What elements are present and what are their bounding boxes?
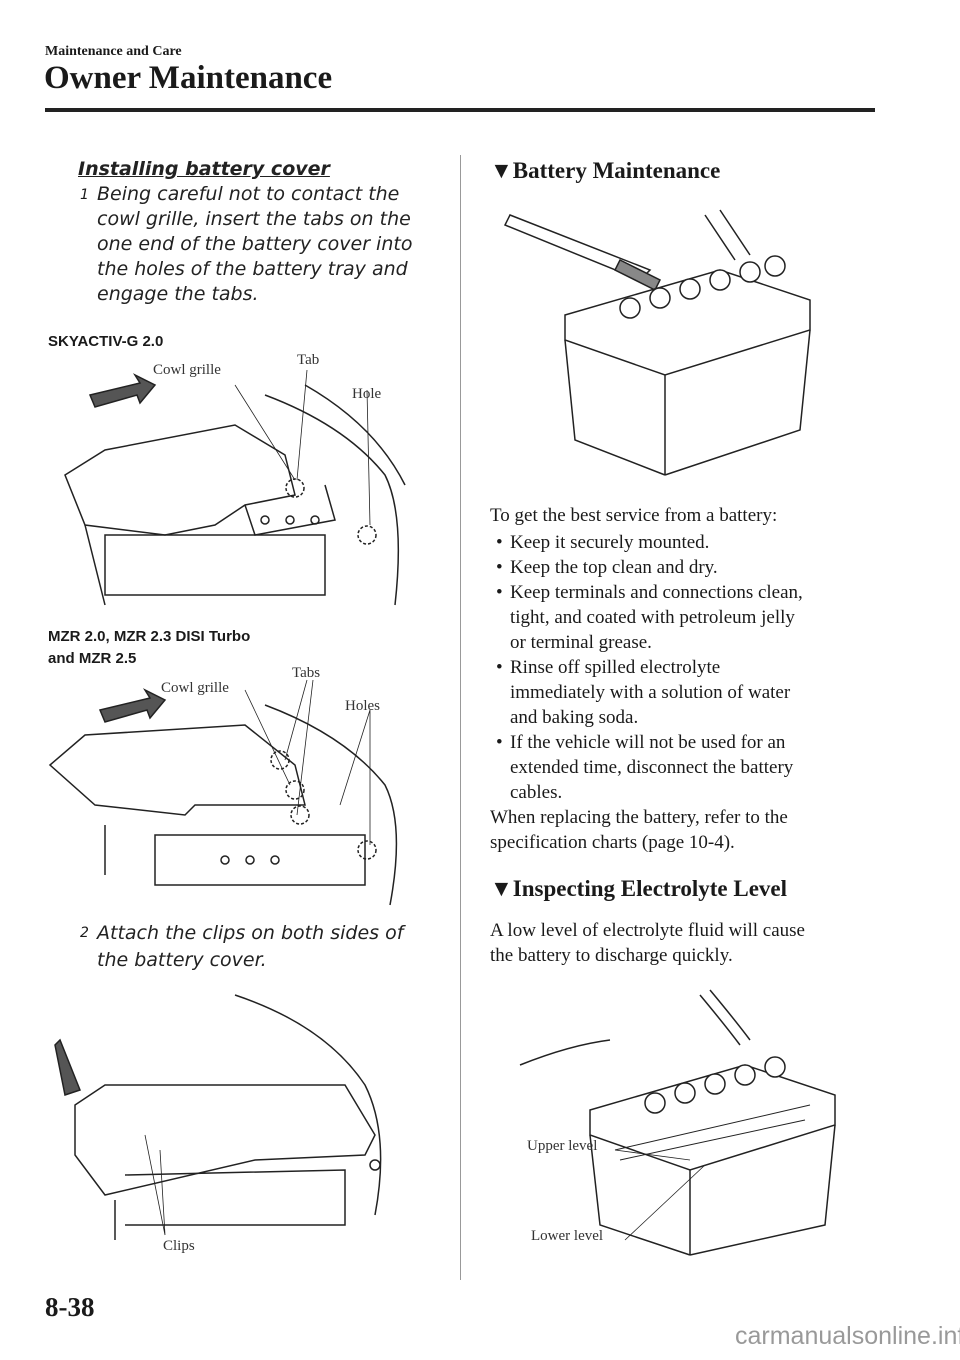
intro-text: To get the best service from a battery: [490, 505, 778, 526]
battery-cover-illustration-1 [64, 369, 406, 606]
replace-text: When replacing the battery, refer to the… [490, 805, 788, 855]
column-divider [460, 155, 461, 1280]
fig2-caption-line: MZR 2.0, MZR 2.3 DISI Turbo [48, 628, 251, 645]
triangle-marker-icon: ▼ [490, 158, 513, 183]
bullet-line: If the vehicle will not be used for an [510, 732, 786, 753]
arrow-icon [88, 373, 157, 408]
label-tabs: Tabs [292, 665, 321, 681]
step-line: engage the tabs. [97, 283, 259, 305]
battery-cover-illustration-2 [48, 679, 398, 906]
battery-brush-illustration [503, 209, 811, 476]
bullet-line: Keep terminals and connections clean, [510, 582, 803, 603]
page-title: Owner Maintenance [44, 60, 333, 96]
list-item: •Keep it securely mounted. [496, 532, 710, 553]
label-upper-level: Upper level [527, 1138, 598, 1154]
heading-text: Battery Maintenance [512, 158, 721, 183]
step-line: one end of the battery cover into [97, 233, 413, 255]
bullet-line: Rinse off spilled electrolyte [510, 657, 721, 678]
heading-text: Inspecting Electrolyte Level [512, 876, 788, 901]
fig2-caption-line: and MZR 2.5 [48, 650, 137, 667]
text-line: specification charts (page 10-4). [490, 832, 735, 853]
label-cowl-grille: Cowl grille [161, 680, 229, 696]
text-line: the battery to discharge quickly. [490, 945, 733, 966]
arrow-icon [98, 688, 167, 723]
title-rule [45, 108, 875, 112]
list-item: •Keep the top clean and dry. [496, 557, 718, 578]
electrolyte-heading: ▼Inspecting Electrolyte Level [490, 876, 787, 902]
step-line: Being careful not to contact the [97, 183, 400, 205]
bullet-line: tight, and coated with petroleum jelly [510, 607, 795, 628]
step1-text: Being careful not to contact the cowl gr… [97, 182, 412, 307]
page-number: 8-38 [45, 1292, 95, 1322]
bullet-line: extended time, disconnect the battery [510, 757, 794, 778]
bullet-line: or terminal grease. [510, 632, 652, 653]
list-item: •Keep terminals and connections clean,ti… [496, 582, 803, 653]
bullet-line: Keep the top clean and dry. [510, 557, 718, 578]
electrolyte-level-illustration [519, 989, 836, 1256]
label-tab: Tab [297, 352, 320, 368]
label-holes: Holes [345, 698, 380, 714]
electrolyte-paragraph: A low level of electrolyte fluid will ca… [490, 918, 805, 968]
label-hole: Hole [352, 386, 382, 402]
bullet-line: and baking soda. [510, 707, 639, 728]
bullet-line: cables. [510, 782, 563, 803]
step-number: 2 [80, 925, 89, 941]
maintenance-bullet-list: •Keep it securely mounted. •Keep the top… [496, 530, 803, 805]
step-line: the holes of the battery tray and [97, 258, 408, 280]
text-line: When replacing the battery, refer to the [490, 807, 788, 828]
watermark: carmanualsonline.info [735, 1322, 960, 1350]
step-line: cowl grille, insert the tabs on the [97, 208, 411, 230]
section-header: Maintenance and Care [45, 44, 182, 59]
bullet-line: immediately with a solution of water [510, 682, 791, 703]
step2-text: Attach the clips on both sides of the ba… [97, 920, 403, 974]
text-line: A low level of electrolyte fluid will ca… [490, 920, 805, 941]
step-line: the battery cover. [97, 949, 267, 971]
installing-heading: Installing battery cover [78, 158, 330, 180]
fig1-caption: SKYACTIV-G 2.0 [48, 333, 164, 350]
arrow-icon [54, 1038, 81, 1096]
label-lower-level: Lower level [531, 1228, 604, 1244]
battery-maintenance-heading: ▼Battery Maintenance [490, 158, 720, 184]
label-clips: Clips [163, 1238, 195, 1254]
battery-clips-illustration [54, 994, 382, 1240]
step-line: Attach the clips on both sides of [97, 922, 404, 944]
triangle-marker-icon: ▼ [490, 876, 513, 901]
bullet-line: Keep it securely mounted. [510, 532, 710, 553]
label-cowl-grille: Cowl grille [153, 362, 221, 378]
step-number: 1 [80, 187, 89, 203]
